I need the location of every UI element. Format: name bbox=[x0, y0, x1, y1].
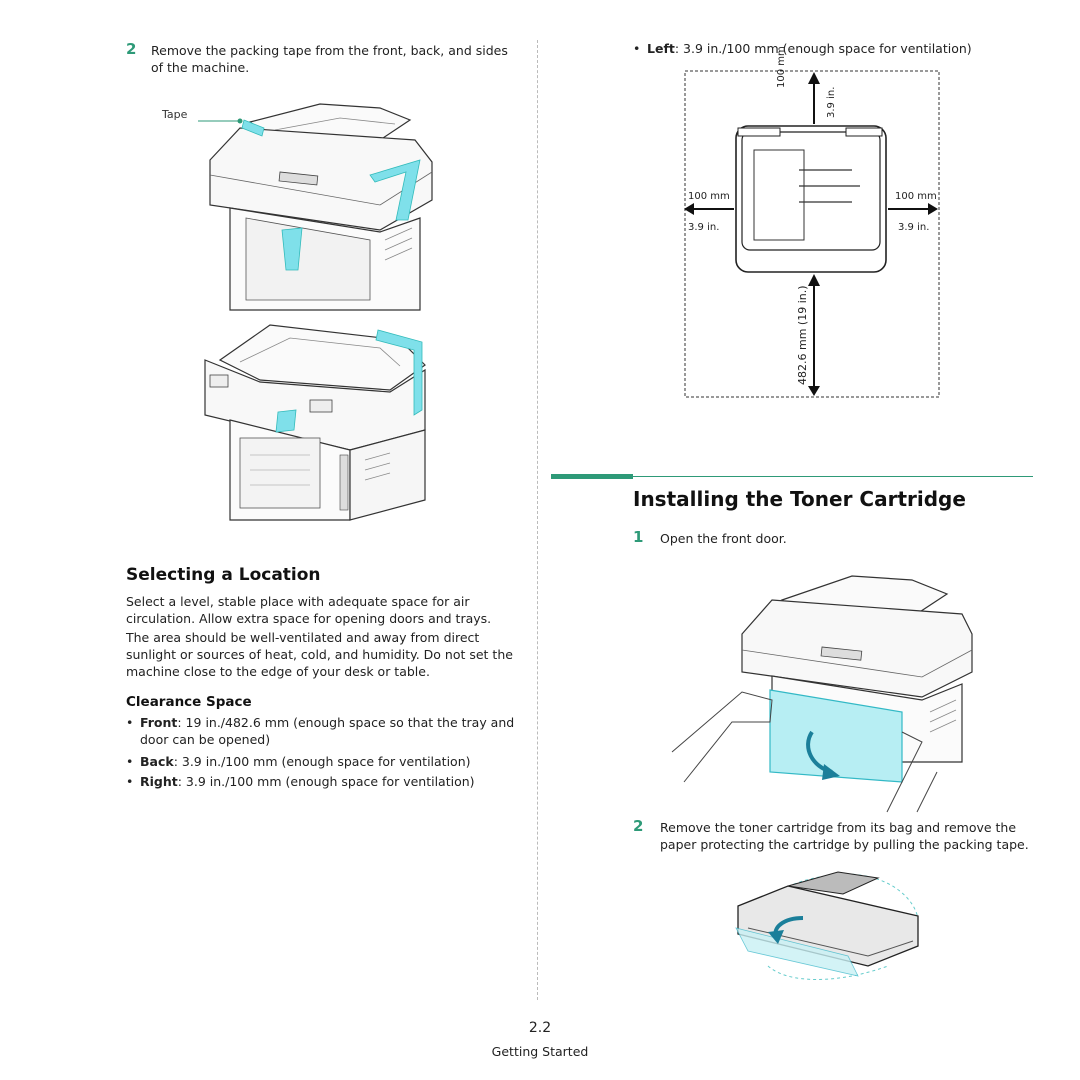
chapter-title: Getting Started bbox=[491, 1044, 589, 1059]
bullet-term: Left bbox=[647, 41, 675, 56]
clearance-bullet-front: • Front: 19 in./482.6 mm (enough space s… bbox=[126, 715, 515, 747]
front-clearance: 482.6 mm (19 in.) bbox=[796, 285, 809, 385]
column-divider bbox=[537, 40, 538, 1000]
section-accent-bar bbox=[551, 474, 633, 479]
right-clearance-mm: 100 mm bbox=[895, 191, 937, 202]
bullet-term: Back bbox=[140, 754, 174, 769]
step-2-number-right: 2 bbox=[633, 817, 644, 835]
tape-label: Tape bbox=[162, 108, 188, 121]
step-2-text: Remove the packing tape from the front, … bbox=[151, 43, 508, 75]
bullet-text: : 19 in./482.6 mm (enough space so that … bbox=[140, 715, 515, 747]
left-clearance-in: 3.9 in. bbox=[688, 222, 720, 233]
open-front-door-illustration bbox=[671, 575, 973, 813]
step-1-number: 1 bbox=[633, 528, 644, 546]
page-number: 2.2 bbox=[528, 1020, 552, 1036]
location-paragraph-2: The area should be well-ventilated and a… bbox=[126, 630, 513, 679]
bullet-term: Front bbox=[140, 715, 178, 730]
machine-back-illustration bbox=[204, 324, 426, 521]
subsection-title-clearance: Clearance Space bbox=[126, 694, 252, 710]
clearance-bullet-left: • Left: 3.9 in./100 mm (enough space for… bbox=[633, 41, 972, 56]
step-2-text-right: Remove the toner cartridge from its bag … bbox=[660, 820, 1029, 852]
right-clearance-in: 3.9 in. bbox=[898, 222, 930, 233]
toner-cartridge-illustration bbox=[735, 871, 919, 980]
top-clearance-in: 3.9 in. bbox=[826, 86, 837, 118]
section-rule bbox=[633, 476, 1033, 477]
bullet-text: : 3.9 in./100 mm (enough space for venti… bbox=[674, 41, 972, 56]
bullet-text: : 3.9 in./100 mm (enough space for venti… bbox=[177, 774, 475, 789]
clearance-bullet-right: • Right: 3.9 in./100 mm (enough space fo… bbox=[126, 774, 475, 789]
section-title-selecting-location: Selecting a Location bbox=[126, 565, 321, 585]
step-1-text: Open the front door. bbox=[660, 531, 787, 546]
clearance-diagram bbox=[684, 70, 940, 398]
bullet-term: Right bbox=[140, 774, 178, 789]
bullet-text: : 3.9 in./100 mm (enough space for venti… bbox=[173, 754, 471, 769]
left-clearance-mm: 100 mm bbox=[688, 191, 730, 202]
location-paragraph-1: Select a level, stable place with adequa… bbox=[126, 594, 492, 626]
top-clearance-mm: 100 mm bbox=[776, 46, 787, 88]
clearance-bullet-back: • Back: 3.9 in./100 mm (enough space for… bbox=[126, 754, 471, 769]
step-2-number: 2 bbox=[126, 40, 137, 58]
machine-front-illustration bbox=[198, 103, 433, 311]
section-title-toner: Installing the Toner Cartridge bbox=[633, 487, 966, 511]
